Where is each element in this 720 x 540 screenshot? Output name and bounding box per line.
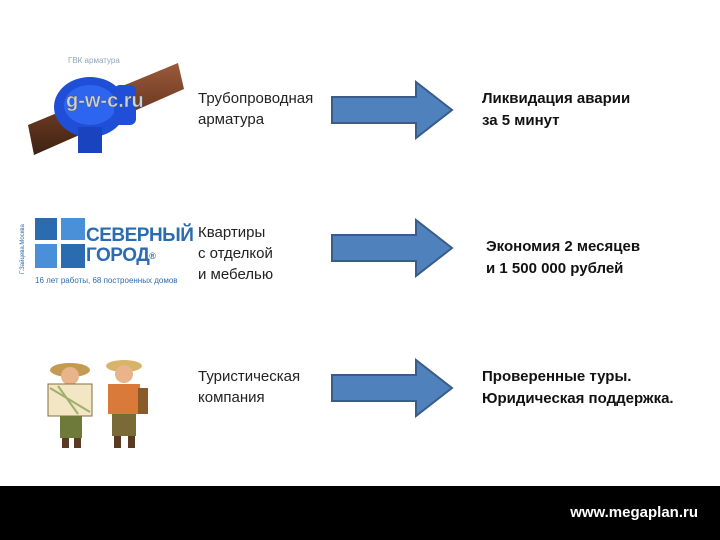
logo-side-text: Г.Зайцева.Москва — [20, 224, 26, 274]
row-result: Ликвидация аварии за 5 минут — [482, 90, 631, 129]
arrow-right-icon — [331, 358, 454, 418]
arrow-right-icon — [331, 80, 454, 140]
window-grid-icon — [35, 218, 85, 268]
row-label: Квартиры с отделкой и мебелью — [198, 224, 274, 283]
row-label: Трубопроводная арматура — [198, 90, 314, 128]
arrow-right-icon — [331, 218, 454, 278]
severny-gorod-logo: Г.Зайцева.Москва СЕВЕРНЫЙ ГОРОД® 16 лет … — [18, 210, 194, 300]
pipe-valve-logo: ГВК арматура g-w-c.ru — [28, 56, 184, 155]
logo-top-text: ГВК арматура — [68, 56, 120, 65]
logo-site-text: g-w-c.ru — [66, 90, 144, 112]
row-result: Проверенные туры. Юридическая поддержка. — [482, 368, 674, 407]
logo-tagline: 16 лет работы, 68 построенных домов — [35, 276, 178, 285]
row-label: Туристическая компания — [198, 368, 301, 406]
logo-name: СЕВЕРНЫЙ ГОРОД® — [86, 225, 194, 266]
footer-bar: www.megaplan.ru — [0, 486, 720, 540]
tourists-illustration — [47, 360, 148, 448]
footer-url: www.megaplan.ru — [570, 504, 698, 521]
row-result: Экономия 2 месяцев и 1 500 000 рублей — [486, 238, 641, 277]
